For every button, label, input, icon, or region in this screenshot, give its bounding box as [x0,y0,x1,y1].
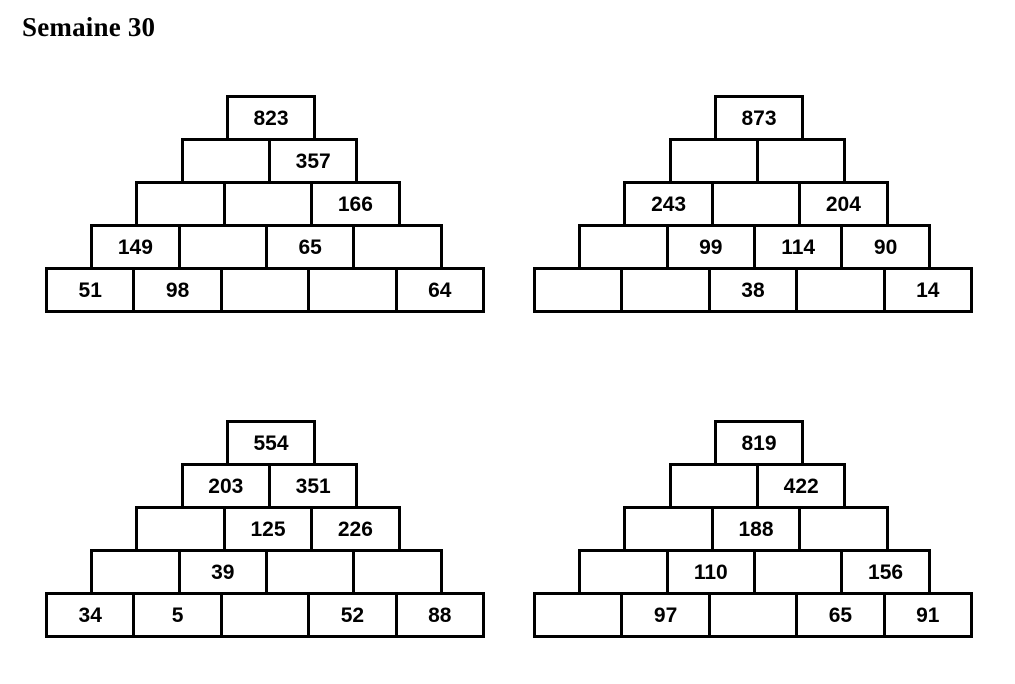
pyramid-cell-blank[interactable] [135,506,226,552]
pyramid-row: 357 [180,138,362,184]
pyramid-cell-filled: 97 [620,592,711,638]
pyramid-cell-blank[interactable] [135,181,226,227]
pyramid-cell-blank[interactable] [752,549,844,595]
pyramid-cell-filled: 188 [710,506,802,552]
pyramid-cell-filled: 51 [45,267,136,313]
pyramid-cell-blank[interactable] [307,267,398,313]
pyramid-row: 149 65 [90,224,452,270]
pyramid-cell-filled: 91 [882,592,973,638]
pyramid-cell-filled: 873 [713,95,805,141]
pyramid-cell-blank[interactable] [710,181,802,227]
pyramid-cell-filled: 203 [180,463,271,509]
pyramid-cell-filled: 99 [665,224,756,270]
pyramid-cell-filled: 149 [90,224,181,270]
pyramid-cell-filled: 243 [623,181,714,227]
pyramid-cell-blank[interactable] [90,549,181,595]
pyramid-cell-filled: 65 [264,224,356,270]
pyramid-cell-filled: 554 [225,420,317,466]
pyramid-cell-filled: 819 [713,420,805,466]
pyramid-cell-filled: 226 [310,506,401,552]
pyramid-row: 819 [713,420,805,466]
pyramid-cell-filled: 14 [882,267,973,313]
pyramid-row: 422 [668,463,850,509]
pyramid-cell-blank[interactable] [668,463,759,509]
pyramid-cell-blank[interactable] [222,181,314,227]
pyramid-cell-blank[interactable] [623,506,714,552]
pyramid-row: 38 14 [533,267,985,313]
pyramid-row: 166 [135,181,406,227]
pyramid-cell-blank[interactable] [352,224,443,270]
pyramid-cell-blank[interactable] [352,549,443,595]
pyramid-row: 873 [713,95,805,141]
pyramid-cell-blank[interactable] [533,592,624,638]
pyramid-row: 823 [225,95,317,141]
pyramid-cell-filled: 156 [840,549,931,595]
pyramid-row [668,138,850,184]
pyramid-cell-filled: 823 [225,95,317,141]
pyramid-cell-blank[interactable] [177,224,268,270]
pyramid-cell-blank[interactable] [668,138,759,184]
pyramid-cell-blank[interactable] [795,267,886,313]
pyramid-cell-blank[interactable] [180,138,271,184]
pyramid-cell-filled: 5 [132,592,223,638]
pyramid-cell-filled: 90 [840,224,931,270]
pyramid-cell-filled: 39 [177,549,268,595]
pyramid-cell-blank[interactable] [578,549,669,595]
pyramid-cell-filled: 422 [755,463,847,509]
pyramid-row: 110 156 [578,549,940,595]
pyramid-cell-filled: 166 [310,181,401,227]
pyramid-cell-blank[interactable] [219,267,311,313]
pyramid-cell-filled: 88 [394,592,485,638]
pyramid-row: 39 [90,549,452,595]
pyramid-cell-blank[interactable] [533,267,624,313]
pyramid-cell-filled: 204 [798,181,889,227]
pyramid-cell-filled: 357 [267,138,359,184]
pyramid-cell-blank[interactable] [707,592,799,638]
pyramid-cell-blank[interactable] [264,549,356,595]
pyramid-row: 188 [623,506,894,552]
pyramid-cell-filled: 110 [665,549,756,595]
pyramid-row: 554 [225,420,317,466]
pyramid-cell-filled: 65 [795,592,886,638]
pyramid-cell-blank[interactable] [578,224,669,270]
pyramid-cell-filled: 64 [394,267,485,313]
pyramid-cell-blank[interactable] [798,506,889,552]
pyramid-cell-filled: 125 [222,506,314,552]
pyramid-cell-filled: 98 [132,267,223,313]
pyramid-cell-filled: 38 [707,267,799,313]
pyramid-row: 243 204 [623,181,894,227]
pyramid-cell-blank[interactable] [219,592,311,638]
pyramid-cell-filled: 52 [307,592,398,638]
pyramid-cell-filled: 351 [267,463,359,509]
pyramid-cell-filled: 114 [752,224,844,270]
pyramid-cell-blank[interactable] [620,267,711,313]
pyramid-cell-filled: 34 [45,592,136,638]
page-title: Semaine 30 [22,12,156,42]
pyramid-cell-blank[interactable] [755,138,847,184]
